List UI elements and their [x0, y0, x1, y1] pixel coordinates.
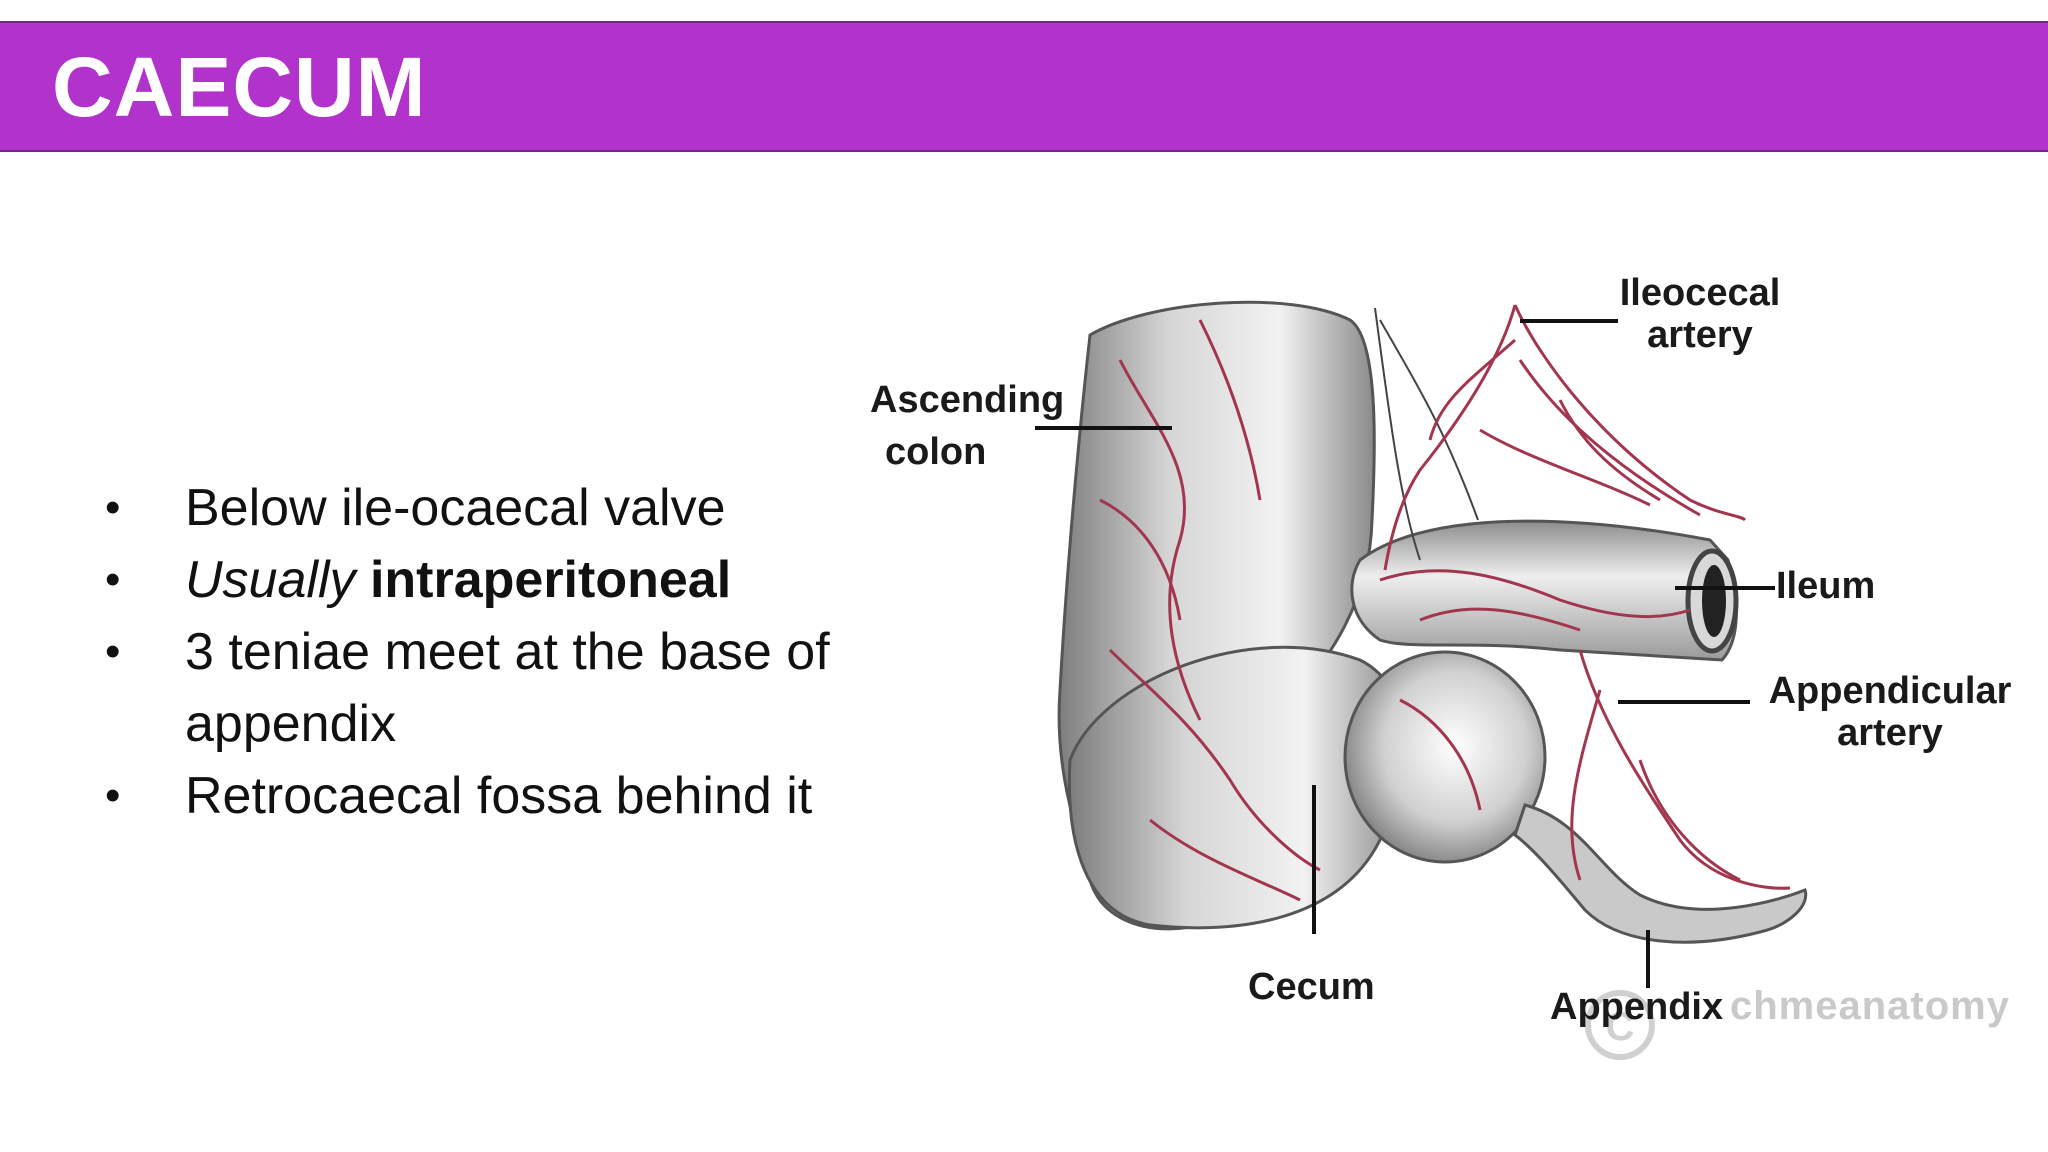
watermark: chmeanatomy: [1730, 984, 2010, 1028]
leader-lines: [1035, 319, 1775, 988]
bullet-marker: •: [105, 771, 121, 820]
svg-text:C: C: [1606, 1005, 1635, 1049]
bullet-marker: •: [105, 555, 121, 604]
bullet-bold: intraperitoneal: [369, 551, 732, 609]
ileum-shape: [1350, 519, 1738, 662]
appendicular-artery-label: Appendicular artery: [1760, 670, 2020, 754]
bullet-list: • Below ile-ocaecal valve • Usually intr…: [105, 472, 905, 832]
bullet-item: • Usually intraperitoneal: [105, 544, 905, 616]
cecum-label: Cecum: [1248, 966, 1375, 1008]
label-line: Appendicular: [1768, 670, 2012, 712]
bullet-text: Retrocaecal fossa behind it: [185, 767, 813, 825]
label-line: artery: [1837, 712, 1943, 754]
bullet-marker: •: [105, 483, 121, 532]
ileum-label: Ileum: [1776, 565, 1876, 607]
bullet-italic: Usually: [185, 551, 356, 609]
bullet-text: Usually intraperitoneal: [185, 544, 905, 616]
bullet-item: • Retrocaecal fossa behind it: [105, 760, 905, 832]
ascending-colon-label: Ascending colon: [870, 374, 1065, 478]
label-line: colon: [885, 431, 987, 473]
bullet-item: • 3 teniae meet at the base of appendix: [105, 616, 905, 760]
appendix-shape: [1513, 803, 1808, 944]
slide-title: CAECUM: [52, 40, 427, 134]
appendix-label: Appendix: [1550, 986, 1724, 1028]
label-line: artery: [1647, 314, 1753, 356]
ileocecal-artery-label: Ileocecal artery: [1600, 272, 1800, 356]
bullet-item: • Below ile-ocaecal valve: [105, 472, 905, 544]
label-line: Ileocecal: [1619, 272, 1781, 314]
label-line: Ascending: [870, 379, 1065, 421]
copyright-icon: [1585, 990, 1655, 1060]
bullet-text: Below ile-ocaecal valve: [185, 479, 726, 537]
title-bar: CAECUM: [0, 21, 2048, 152]
mesentery-line: [1374, 307, 1421, 561]
cecum-bulb: [1343, 650, 1547, 864]
bullet-text: 3 teniae meet at the base of appendix: [185, 623, 830, 753]
vessel-network: [1099, 304, 1791, 902]
bullet-marker: •: [105, 627, 121, 676]
